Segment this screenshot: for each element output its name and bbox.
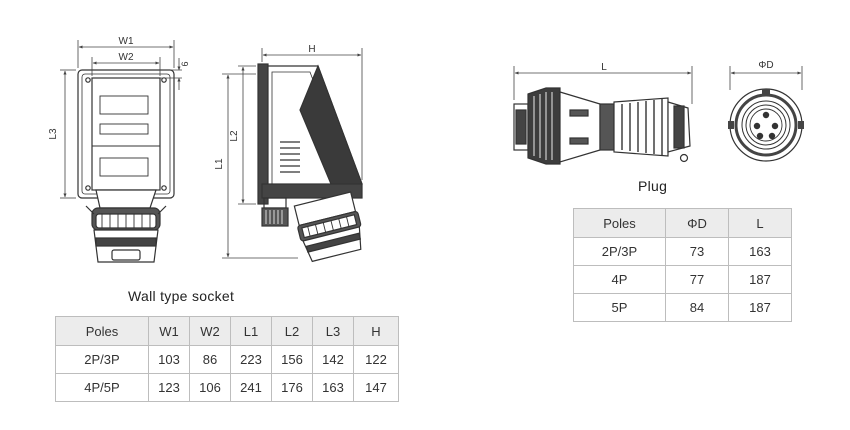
dim-label-l2: L2 — [229, 130, 240, 142]
socket-front-view — [77, 69, 175, 263]
table-row: 5P 84 187 — [573, 293, 792, 322]
dim-label-l3: L3 — [48, 128, 59, 140]
dim-label-w2: W2 — [119, 52, 134, 63]
dim-label-diameter: ΦD — [758, 60, 773, 71]
cell-l2: 156 — [271, 345, 313, 374]
cell-diameter: 84 — [665, 293, 729, 322]
plug-caption: Plug — [638, 178, 668, 194]
plug-front-view — [728, 88, 804, 162]
plug-length-dimension — [513, 66, 693, 104]
header-poles: Poles — [55, 316, 149, 346]
cell-length: 163 — [728, 237, 792, 266]
cell-length: 187 — [728, 293, 792, 322]
cell-poles: 2P/3P — [573, 237, 666, 266]
table-header-row: Poles W1 W2 L1 L2 L3 H — [55, 316, 399, 346]
dim-label-h: H — [308, 44, 315, 55]
dim-label-w1: W1 — [119, 36, 134, 47]
socket-side-view — [257, 63, 363, 263]
table-row: 4P/5P 123 106 241 176 163 147 — [55, 373, 399, 402]
cell-w2: 106 — [189, 373, 231, 402]
cell-poles: 4P/5P — [55, 373, 149, 402]
cell-length: 187 — [728, 265, 792, 294]
cell-l3: 142 — [312, 345, 354, 374]
cell-l1: 223 — [230, 345, 272, 374]
cell-poles: 4P — [573, 265, 666, 294]
table-row: 4P 77 187 — [573, 265, 792, 294]
cell-poles: 2P/3P — [55, 345, 149, 374]
cell-l3: 163 — [312, 373, 354, 402]
cell-h: 147 — [353, 373, 399, 402]
cell-diameter: 73 — [665, 237, 729, 266]
plug-side-view — [513, 87, 691, 165]
header-length: L — [728, 208, 792, 238]
plug-diameter-dimension — [729, 66, 803, 90]
socket-front-dimensions — [60, 40, 182, 199]
plug-spec-table: Poles ΦD L 2P/3P 73 163 4P 77 187 5P 84 … — [573, 208, 792, 322]
header-l3: L3 — [312, 316, 354, 346]
cell-w1: 103 — [148, 345, 190, 374]
header-l2: L2 — [271, 316, 313, 346]
table-header-row: Poles ΦD L — [573, 208, 792, 238]
socket-side-dimensions — [222, 48, 363, 259]
header-w2: W2 — [189, 316, 231, 346]
wall-socket-spec-table: Poles W1 W2 L1 L2 L3 H 2P/3P 103 86 223 … — [55, 316, 399, 402]
cell-w2: 86 — [189, 345, 231, 374]
table-row: 2P/3P 73 163 — [573, 237, 792, 266]
cell-poles: 5P — [573, 293, 666, 322]
header-poles: Poles — [573, 208, 666, 238]
header-diameter: ΦD — [665, 208, 729, 238]
dim-label-6: 6 — [180, 61, 190, 66]
header-l1: L1 — [230, 316, 272, 346]
dim-label-l1: L1 — [214, 158, 225, 170]
cell-l2: 176 — [271, 373, 313, 402]
dim-label-l: L — [601, 62, 607, 73]
cell-w1: 123 — [148, 373, 190, 402]
cell-diameter: 77 — [665, 265, 729, 294]
cell-h: 122 — [353, 345, 399, 374]
header-w1: W1 — [148, 316, 190, 346]
wall-socket-caption: Wall type socket — [128, 288, 235, 304]
header-h: H — [353, 316, 399, 346]
table-row: 2P/3P 103 86 223 156 142 122 — [55, 345, 399, 374]
cell-l1: 241 — [230, 373, 272, 402]
